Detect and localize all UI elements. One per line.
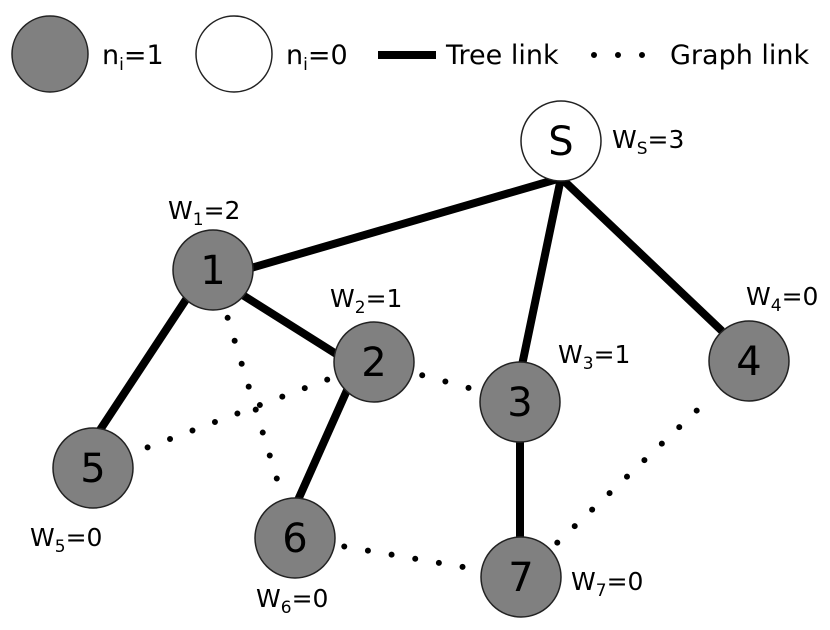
node-circle-3 [479,361,561,443]
legend-graph-link-label: Graph link [670,40,810,71]
node-label-S: S [548,119,573,165]
tree-link-1-5 [96,295,191,433]
nodes-layer: S 1 2 3 4 5 6 7 [52,100,790,618]
node-S: S [520,100,602,182]
weight-label-6: W6=0 [256,584,328,618]
node-circle-1 [172,229,254,311]
weight-label-2: W2=1 [330,284,402,318]
weight-label-3: W3=1 [558,340,630,374]
node-label-5: 5 [80,446,105,492]
graph-link-2-3 [419,372,475,392]
weight-label-1: W1=2 [168,196,240,230]
graph-link-2-5 [136,376,331,454]
legend: ni=1 ni=0 Tree link Graph link [11,15,810,93]
node-label-7: 7 [508,555,533,601]
node-label-6: 6 [282,516,307,562]
weight-label-S: WS=3 [612,125,684,159]
legend-active-label: ni=1 [102,40,164,75]
links-layer [96,174,725,572]
tree-link-S-4 [558,175,725,334]
node-circle-5 [52,427,134,509]
tree-link-2-6 [294,386,352,502]
tree-link-S-1 [249,174,563,272]
tree-link-S-3 [517,177,565,371]
graph-link-6-7 [341,543,475,572]
node-label-2: 2 [361,340,386,386]
graph-link-7-4 [554,392,716,546]
node-3: 3 [479,361,561,443]
node-6: 6 [254,497,336,579]
legend-tree-link-label: Tree link [445,40,559,71]
node-1: 1 [172,229,254,311]
weight-label-7: W7=0 [571,567,643,601]
node-7: 7 [480,536,562,618]
weights-layer: WS=3W1=2W2=1W3=1 W4=0W5=0W6=0 W7=0 [30,125,818,618]
node-circle-2 [333,321,415,403]
graph-link-1-6 [224,314,284,494]
tree-link-1-2 [238,290,344,361]
legend-inactive-node-swatch [195,15,273,93]
node-circle-7 [480,536,562,618]
node-circle-S [520,100,602,182]
node-circle-4 [708,320,790,402]
node-2: 2 [333,321,415,403]
node-circle-6 [254,497,336,579]
node-5: 5 [52,427,134,509]
node-label-4: 4 [736,339,761,385]
weight-label-5: W5=0 [30,523,102,557]
node-label-1: 1 [200,248,225,294]
legend-active-node-swatch [11,15,89,93]
legend-inactive-label: ni=0 [286,40,348,75]
node-4: 4 [708,320,790,402]
node-label-3: 3 [507,380,532,426]
weight-label-4: W4=0 [746,282,818,316]
